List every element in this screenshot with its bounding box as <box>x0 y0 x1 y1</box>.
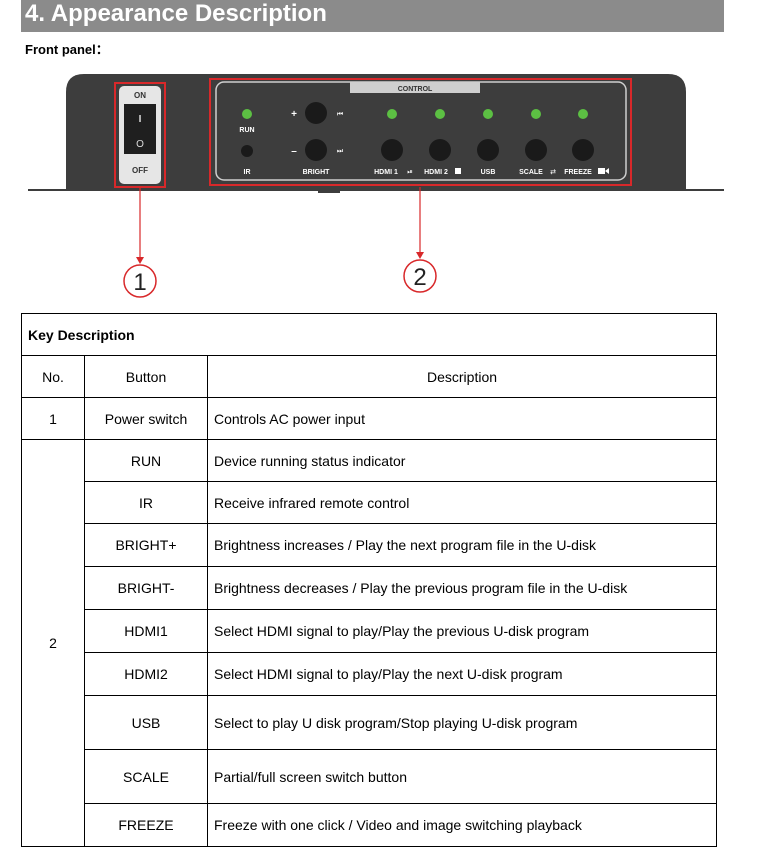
scale-button[interactable] <box>525 139 547 161</box>
usb-button[interactable] <box>477 139 499 161</box>
freeze-button[interactable] <box>572 139 594 161</box>
hdmi1-led-icon <box>387 109 397 119</box>
stop-icon <box>455 168 461 174</box>
prev-track-icon: ⏮ <box>337 111 343 118</box>
ir-label: IR <box>244 169 251 176</box>
table-row: USB Select to play U disk program/Stop p… <box>22 695 718 750</box>
front-panel-label: Front panel： <box>25 42 109 57</box>
power-switch[interactable]: ON I O OFF <box>119 86 161 184</box>
table-row: 1 Power switch Controls AC power input <box>21 397 718 440</box>
freeze-led-icon <box>578 109 588 119</box>
table-row: 2 RUN Device running status indicator <box>21 439 718 847</box>
bright-minus-label: – <box>291 146 297 157</box>
svg-text:1: 1 <box>133 269 146 296</box>
control-title: CONTROL <box>398 86 433 93</box>
switch-o-label: O <box>136 139 144 150</box>
scale-led-icon <box>531 109 541 119</box>
bright-plus-label: + <box>291 109 297 120</box>
table-row: BRIGHT- Brightness decreases / Play the … <box>22 566 718 610</box>
run-label: RUN <box>239 127 254 134</box>
table-header-row: No. Button Description <box>21 355 718 398</box>
play-pause-icon: ⏯ <box>407 169 413 176</box>
next-track-icon: ⏭ <box>337 148 344 155</box>
svg-text:2: 2 <box>413 264 426 291</box>
front-panel-illustration: ON I O OFF CONTROL RUN IR + ⏮ – ⏭ BRIGHT… <box>0 70 772 298</box>
table-row: SCALE Partial/full screen switch button <box>22 749 718 804</box>
bright-plus-button[interactable] <box>305 102 327 124</box>
table-row: HDMI2 Select HDMI signal to play/Play th… <box>22 652 718 696</box>
switch-off-label: OFF <box>132 166 148 175</box>
callout-1: 1 <box>123 187 157 298</box>
hdmi1-label: HDMI 1 <box>374 169 398 176</box>
table-row: IR Receive infrared remote control <box>22 481 718 524</box>
header-no: No. <box>21 355 85 398</box>
header-button: Button <box>84 355 208 398</box>
table-row: FREEZE Freeze with one click / Video and… <box>22 803 718 847</box>
table-row: BRIGHT+ Brightness increases / Play the … <box>22 523 718 567</box>
table-row: HDMI1 Select HDMI signal to play/Play th… <box>22 609 718 653</box>
freeze-label: FREEZE <box>564 169 592 176</box>
ir-receiver-icon <box>241 145 253 157</box>
swap-icon: ⇄ <box>550 169 556 176</box>
key-description-table: Key Description No. Button Description 1… <box>20 313 718 847</box>
hdmi2-button[interactable] <box>429 139 451 161</box>
switch-i-label: I <box>139 114 142 125</box>
hdmi1-button[interactable] <box>381 139 403 161</box>
callout-2: 2 <box>403 187 437 293</box>
run-led-icon <box>242 109 252 119</box>
usb-label: USB <box>481 169 496 176</box>
camera-icon <box>598 168 609 174</box>
hdmi2-led-icon <box>435 109 445 119</box>
header-description: Description <box>206 355 718 398</box>
bright-label: BRIGHT <box>303 169 331 176</box>
bright-minus-button[interactable] <box>305 139 327 161</box>
table-title: Key Description <box>20 313 718 356</box>
switch-on-label: ON <box>134 91 146 100</box>
scale-label: SCALE <box>519 169 543 176</box>
section-title: 4. Appearance Description <box>21 0 724 32</box>
group-number: 2 <box>21 439 85 847</box>
hdmi2-label: HDMI 2 <box>424 169 448 176</box>
usb-led-icon <box>483 109 493 119</box>
